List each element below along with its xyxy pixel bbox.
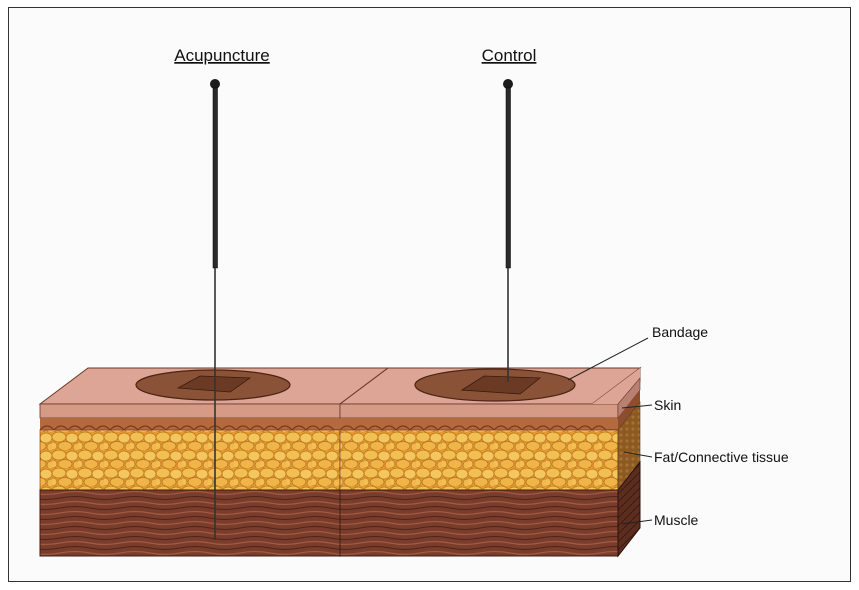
dermis-layer-left bbox=[40, 418, 340, 430]
muscle-layer-right bbox=[340, 490, 618, 556]
label-muscle: Muscle bbox=[654, 512, 699, 528]
needle-control bbox=[503, 79, 513, 382]
skin-layer-left bbox=[40, 404, 340, 418]
title-acupuncture: Acupuncture bbox=[174, 46, 269, 65]
label-bandage: Bandage bbox=[652, 324, 708, 340]
label-skin: Skin bbox=[654, 397, 681, 413]
tissue-block-acupuncture bbox=[40, 79, 388, 556]
skin-layer-right bbox=[340, 404, 618, 418]
tissue-block-control bbox=[340, 79, 640, 556]
title-control: Control bbox=[482, 46, 537, 65]
fat-layer-right bbox=[340, 430, 618, 490]
label-fat: Fat/Connective tissue bbox=[654, 449, 789, 465]
muscle-layer-left bbox=[40, 490, 340, 556]
fat-layer-left bbox=[40, 430, 340, 490]
